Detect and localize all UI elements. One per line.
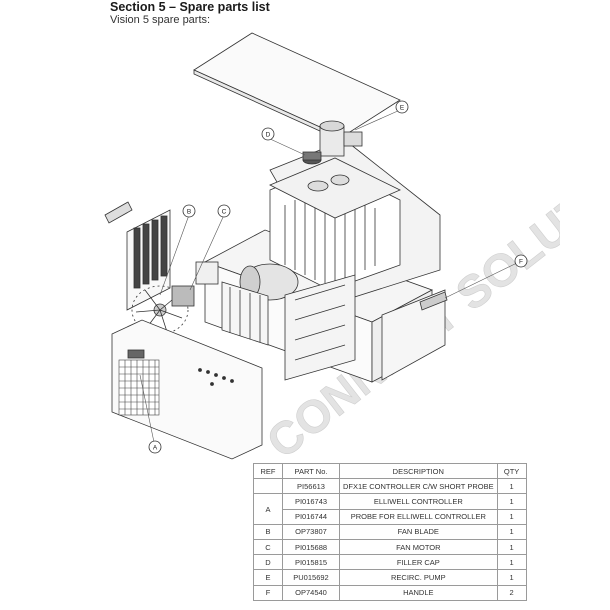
desc-cell: HANDLE <box>339 584 498 601</box>
qty-cell: 1 <box>496 478 527 495</box>
desc-cell: FAN BLADE <box>339 523 498 540</box>
part-cell: PU015692 <box>282 569 340 586</box>
table-row: PI56613 DFX1E CONTROLLER C/W SHORT PROBE… <box>253 478 527 495</box>
col-part-no: PART No. <box>282 462 340 480</box>
part-cell: PI016744 <box>282 508 340 525</box>
part-cell: PI015815 <box>282 554 340 571</box>
table-row: D PI015815 FILLER CAP 1 <box>253 554 527 571</box>
callout-D-label: D <box>266 132 271 139</box>
spare-parts-table: REF PART No. DESCRIPTION QTY PI56613 DFX… <box>253 462 527 601</box>
col-ref: REF <box>253 462 283 480</box>
ref-cell <box>253 478 283 495</box>
coil-assembly <box>269 157 401 291</box>
part-cell: PI56613 <box>282 478 340 495</box>
table-row: E PU015692 RECIRC. PUMP 1 <box>253 569 527 586</box>
recirc-pump <box>319 120 363 157</box>
desc-cell: RECIRC. PUMP <box>339 569 498 586</box>
fan-motor <box>171 261 219 307</box>
tank-box <box>284 274 356 381</box>
ref-cell: A <box>253 493 283 525</box>
table-row: PI016744 PROBE FOR ELLIWELL CONTROLLER 1 <box>254 508 527 525</box>
qty-cell: 1 <box>496 554 527 571</box>
callout-A-label: A <box>153 445 158 452</box>
qty-cell: 1 <box>496 569 527 586</box>
col-description: DESCRIPTION <box>339 462 498 480</box>
callout-D: D <box>261 127 275 141</box>
desc-cell: ELLIWELL CONTROLLER <box>339 493 498 510</box>
front-panel <box>111 319 263 460</box>
ref-cell: E <box>253 569 283 586</box>
callout-C: C <box>217 204 231 218</box>
col-qty: QTY <box>496 462 527 480</box>
ref-cell: F <box>253 584 283 601</box>
exploded-parts-diagram: CONNECT SOLUTIONS <box>104 32 560 460</box>
callout-C-label: C <box>222 209 227 216</box>
qty-cell: 1 <box>496 538 527 556</box>
callout-E: E <box>395 100 409 114</box>
desc-cell: DFX1E CONTROLLER C/W SHORT PROBE <box>339 478 498 495</box>
callout-E-label: E <box>400 105 405 112</box>
qty-cell: 1 <box>496 508 527 525</box>
condenser <box>221 281 269 346</box>
part-cell: PI015688 <box>282 538 340 556</box>
handle-left <box>104 201 133 224</box>
table-row: A PI016743 ELLIWELL CONTROLLER 1 <box>253 493 527 525</box>
ref-cell: D <box>253 554 283 571</box>
table-row: C PI015688 FAN MOTOR 1 <box>253 538 527 556</box>
table-header-row: REF PART No. DESCRIPTION QTY <box>253 462 527 480</box>
page-subtitle: Vision 5 spare parts: <box>110 14 211 26</box>
part-cell: PI016743 <box>282 493 340 510</box>
callout-F-label: F <box>519 259 523 266</box>
part-cell: OP73807 <box>282 523 340 540</box>
section-title: Section 5 – Spare parts list <box>110 0 270 14</box>
qty-cell: 1 <box>496 493 527 510</box>
side-grille-panel <box>126 209 171 311</box>
right-side-panel <box>381 289 448 381</box>
desc-cell: FAN MOTOR <box>339 538 498 556</box>
callout-A: A <box>148 440 162 454</box>
callout-B: B <box>182 204 196 218</box>
desc-cell: FILLER CAP <box>339 554 498 571</box>
filler-cap <box>302 151 322 165</box>
desc-cell: PROBE FOR ELLIWELL CONTROLLER <box>339 508 498 525</box>
ref-cell: C <box>253 538 283 556</box>
callout-F: F <box>514 254 528 268</box>
qty-cell: 2 <box>496 584 527 601</box>
top-lid <box>193 32 401 142</box>
callout-B-label: B <box>187 209 191 216</box>
qty-cell: 1 <box>496 523 527 540</box>
ref-cell: B <box>253 523 283 540</box>
table-row: F OP74540 HANDLE 2 <box>253 584 527 601</box>
table-row: B OP73807 FAN BLADE 1 <box>253 523 527 540</box>
part-cell: OP74540 <box>282 584 340 601</box>
